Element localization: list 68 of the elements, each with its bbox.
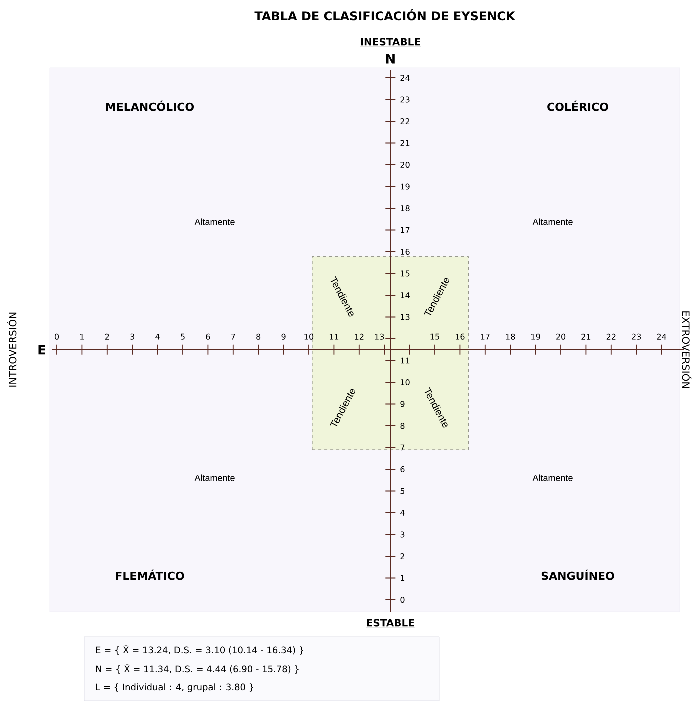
axis-end-label: INESTABLE: [360, 38, 422, 48]
tick-number: 4: [156, 334, 160, 340]
tick-number: 5: [181, 334, 185, 340]
tick-number: 18: [401, 205, 410, 212]
tick-number: 24: [657, 334, 666, 340]
tick-number: 14: [401, 292, 410, 298]
tick-number: 21: [582, 334, 591, 340]
tick-number: 8: [256, 334, 261, 340]
tick-number: 12: [355, 334, 364, 340]
axis-end-label: INTROVERSIÓN: [7, 312, 17, 387]
tick-number: 15: [401, 270, 410, 277]
tick-number: 17: [401, 227, 410, 234]
tick-number: 2: [400, 554, 404, 560]
tick-number: 9: [400, 401, 405, 408]
quadrant-title: SANGUÍNEO: [542, 570, 614, 580]
quadrant-label: Altamente: [194, 474, 235, 482]
tick-number: 0: [400, 596, 405, 604]
tick-number: 15: [430, 334, 440, 340]
tick-number: 7: [400, 444, 405, 451]
statistics-line: N = { X̄ = 11.34, D.S. = 4.44 (6.90 - 15.78) }: [96, 664, 299, 674]
statistics-box: [84, 636, 440, 702]
quadrant-label: Altamente: [194, 218, 235, 226]
quadrant-label: Altamente: [532, 218, 573, 226]
axis-end-label: EXTROVERSIÓN: [682, 312, 692, 388]
tick-number: 24: [400, 75, 410, 81]
tick-number: 11: [330, 334, 339, 340]
tick-number: 0: [55, 334, 60, 340]
tick-number: 10: [401, 379, 410, 386]
tick-number: 11: [401, 358, 410, 364]
tick-number: 1: [401, 575, 405, 582]
tick-number: 6: [400, 466, 405, 473]
chart-panel: [50, 68, 680, 612]
tick-number: 2: [105, 334, 110, 340]
tick-number: 22: [606, 334, 616, 340]
tick-number: 21: [400, 140, 410, 146]
tick-number: 9: [282, 334, 286, 340]
quadrant-title: FLEMÁTICO: [116, 570, 184, 580]
tick-number: 7: [232, 334, 236, 340]
axis-letter: N: [386, 54, 395, 64]
tick-number: 20: [556, 334, 566, 340]
tick-number: 19: [401, 184, 410, 190]
title: TABLA DE CLASIFICACIÓN DE EYSENCK: [254, 9, 516, 21]
tick-number: 8: [400, 422, 405, 430]
tick-number: 3: [400, 532, 405, 538]
axis-letter: E: [38, 345, 46, 355]
tick-number: 23: [632, 334, 642, 340]
quadrant-title: MELANCÓLICO: [106, 100, 194, 112]
tick-number: 19: [532, 334, 540, 340]
tick-number: 5: [400, 488, 405, 494]
tick-number: 20: [400, 162, 410, 168]
tick-number: 23: [400, 96, 410, 103]
tick-number: 13: [401, 314, 410, 320]
tick-number: 22: [400, 118, 410, 124]
tick-number: 17: [481, 334, 490, 340]
statistics-line: L = { Individual : 4, grupal : 3.80 }: [96, 684, 254, 692]
tick-number: 16: [456, 334, 465, 340]
tick-number: 6: [206, 334, 210, 340]
statistics-line: E = { X̄ = 13.24, D.S. = 3.10 (10.14 - 16.34) }: [96, 645, 304, 655]
axis-end-label: ESTABLE: [366, 619, 416, 628]
tick-number: 13: [375, 334, 384, 340]
quadrant-label: Altamente: [532, 474, 573, 482]
quadrant-title: COLÉRICO: [548, 100, 608, 112]
tick-number: 10: [304, 334, 314, 340]
tendency-box: [312, 256, 469, 450]
tick-number: 3: [130, 334, 134, 340]
tick-number: 1: [80, 334, 84, 340]
tick-number: 4: [400, 510, 405, 516]
tick-number: 18: [506, 334, 516, 340]
